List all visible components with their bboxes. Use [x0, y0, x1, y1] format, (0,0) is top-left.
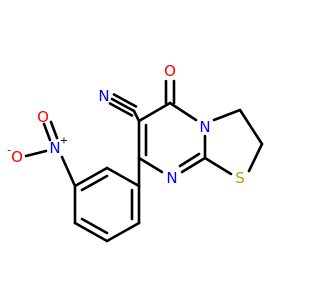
nitro-oxygen-top-label: O — [37, 108, 49, 126]
benzene-inner-2 — [80, 217, 109, 235]
bond-nitro-o-top-a — [42, 122, 52, 142]
atom-labels: N O N S N N + O O - — [7, 62, 245, 187]
bond-ch2-s — [247, 142, 264, 173]
bond-aryl-nitro — [60, 155, 77, 188]
nitrile-triple-bond-a — [110, 97, 136, 113]
bond-c6-ccn — [132, 109, 141, 123]
nitro-oxygen-left-label: O — [11, 148, 23, 166]
bond-s-c8a — [203, 156, 233, 176]
bond-ch2-ch2 — [238, 108, 264, 146]
ring-sulfur-label: S — [235, 169, 245, 187]
bond-nitro-o-left — [24, 149, 48, 158]
nitro-nitrogen-label: N — [49, 139, 60, 157]
bond-n4-ch2 — [212, 108, 242, 122]
bond-c8a-n8 — [180, 156, 207, 174]
nitro-nitrogen-charge: + — [60, 136, 68, 147]
benzene-inner-1 — [80, 174, 109, 192]
bond-c8a-n8-inner — [178, 152, 201, 168]
bond-c5-n4 — [168, 101, 198, 122]
benzene-bond-1 — [105, 166, 141, 188]
nitrile-triple-bond-c — [108, 102, 134, 117]
bond-c5-c6 — [137, 101, 172, 123]
benzene-bond-2 — [73, 166, 109, 188]
bond-nitro-o-top-b — [49, 120, 59, 140]
carbonyl-oxygen-label: O — [164, 62, 176, 80]
molecule-structure: N O N S N N + O O - — [7, 62, 264, 243]
nitrile-nitrogen-label: N — [98, 87, 109, 105]
nitrile-triple-bond-b — [112, 93, 138, 108]
benzene-bond-4 — [73, 221, 109, 243]
benzene-bond-5 — [105, 221, 141, 243]
nitro-oxygen-charge: - — [7, 146, 11, 157]
ring-nitrogen-bridgehead-label: N — [199, 118, 210, 136]
bond-n8-c7 — [137, 156, 164, 174]
bond-lines — [24, 79, 264, 243]
ring-nitrogen-label: N — [166, 169, 177, 187]
